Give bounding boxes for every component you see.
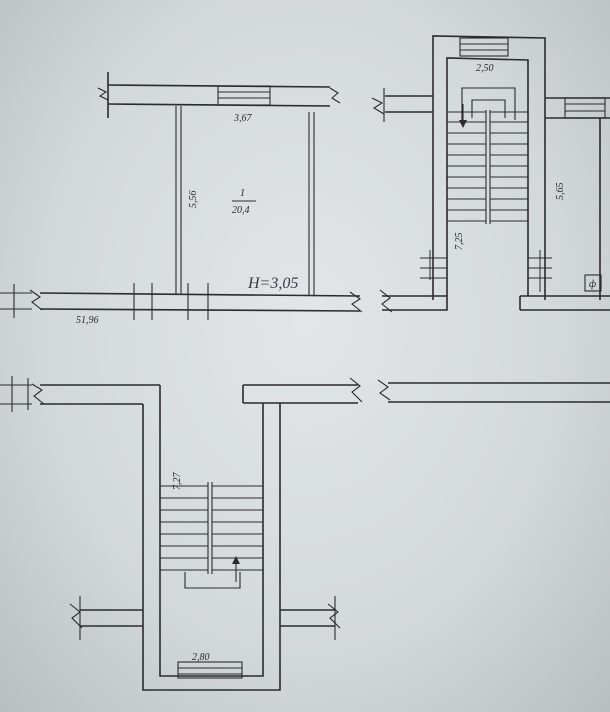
room-block: 3,67 1 20,4 5,56 H=3,05 51,96	[0, 72, 363, 326]
break-mark	[377, 379, 391, 401]
room-length-label: 5,56	[188, 191, 199, 209]
break-mark	[327, 603, 341, 629]
stair-window	[459, 37, 509, 57]
break-mark	[371, 97, 385, 115]
stair-landing	[461, 87, 516, 120]
stair-width-label: 2,50	[476, 63, 494, 74]
lower-block: 2,80 7,27	[0, 376, 610, 691]
stair-direction-arrow-up-icon	[232, 556, 240, 582]
stair-left-base	[382, 295, 448, 311]
break-mark	[379, 289, 393, 313]
stair-length-label: 7,25	[454, 233, 465, 251]
room-number: 1	[240, 188, 245, 199]
window-top	[217, 85, 271, 106]
electrical-panel-icon: ф	[584, 274, 602, 292]
right-depth-label: 5,65	[555, 183, 566, 201]
lower-stair-right-wall	[159, 385, 264, 677]
panel-label: ф	[589, 279, 596, 290]
lower-stair-length-label: 7,27	[172, 472, 183, 491]
entrance-steps	[420, 250, 552, 292]
break-mark	[349, 377, 363, 403]
lower-stair-flight-left	[160, 485, 208, 571]
side-window	[564, 97, 606, 119]
break-mark	[329, 87, 341, 104]
room-width-label: 3,67	[233, 113, 253, 124]
break-mark	[31, 383, 45, 405]
lower-stair-width-label: 2,80	[192, 652, 210, 663]
stair-flight-right	[490, 111, 528, 222]
lower-stair-flight-right	[212, 485, 263, 571]
stair-direction-arrow-down-icon	[459, 104, 467, 128]
ceiling-height-note: H=3,05	[247, 275, 298, 292]
upper-stairwell: 2,50	[371, 35, 610, 313]
entrance-window	[177, 661, 243, 679]
lower-stair-outer-wall	[142, 403, 281, 691]
break-mark	[29, 289, 43, 311]
wall-length-label: 51,96	[76, 315, 99, 326]
stair-outer-wall	[432, 35, 546, 300]
break-mark	[349, 291, 363, 313]
stair-flight-left	[447, 111, 486, 222]
break-mark	[69, 603, 83, 629]
bottom-wall-inner	[39, 308, 361, 312]
room-area: 20,4	[232, 205, 250, 216]
lower-stair-landing	[184, 572, 241, 589]
break-mark	[97, 87, 109, 101]
bottom-wall-outer	[39, 292, 361, 297]
